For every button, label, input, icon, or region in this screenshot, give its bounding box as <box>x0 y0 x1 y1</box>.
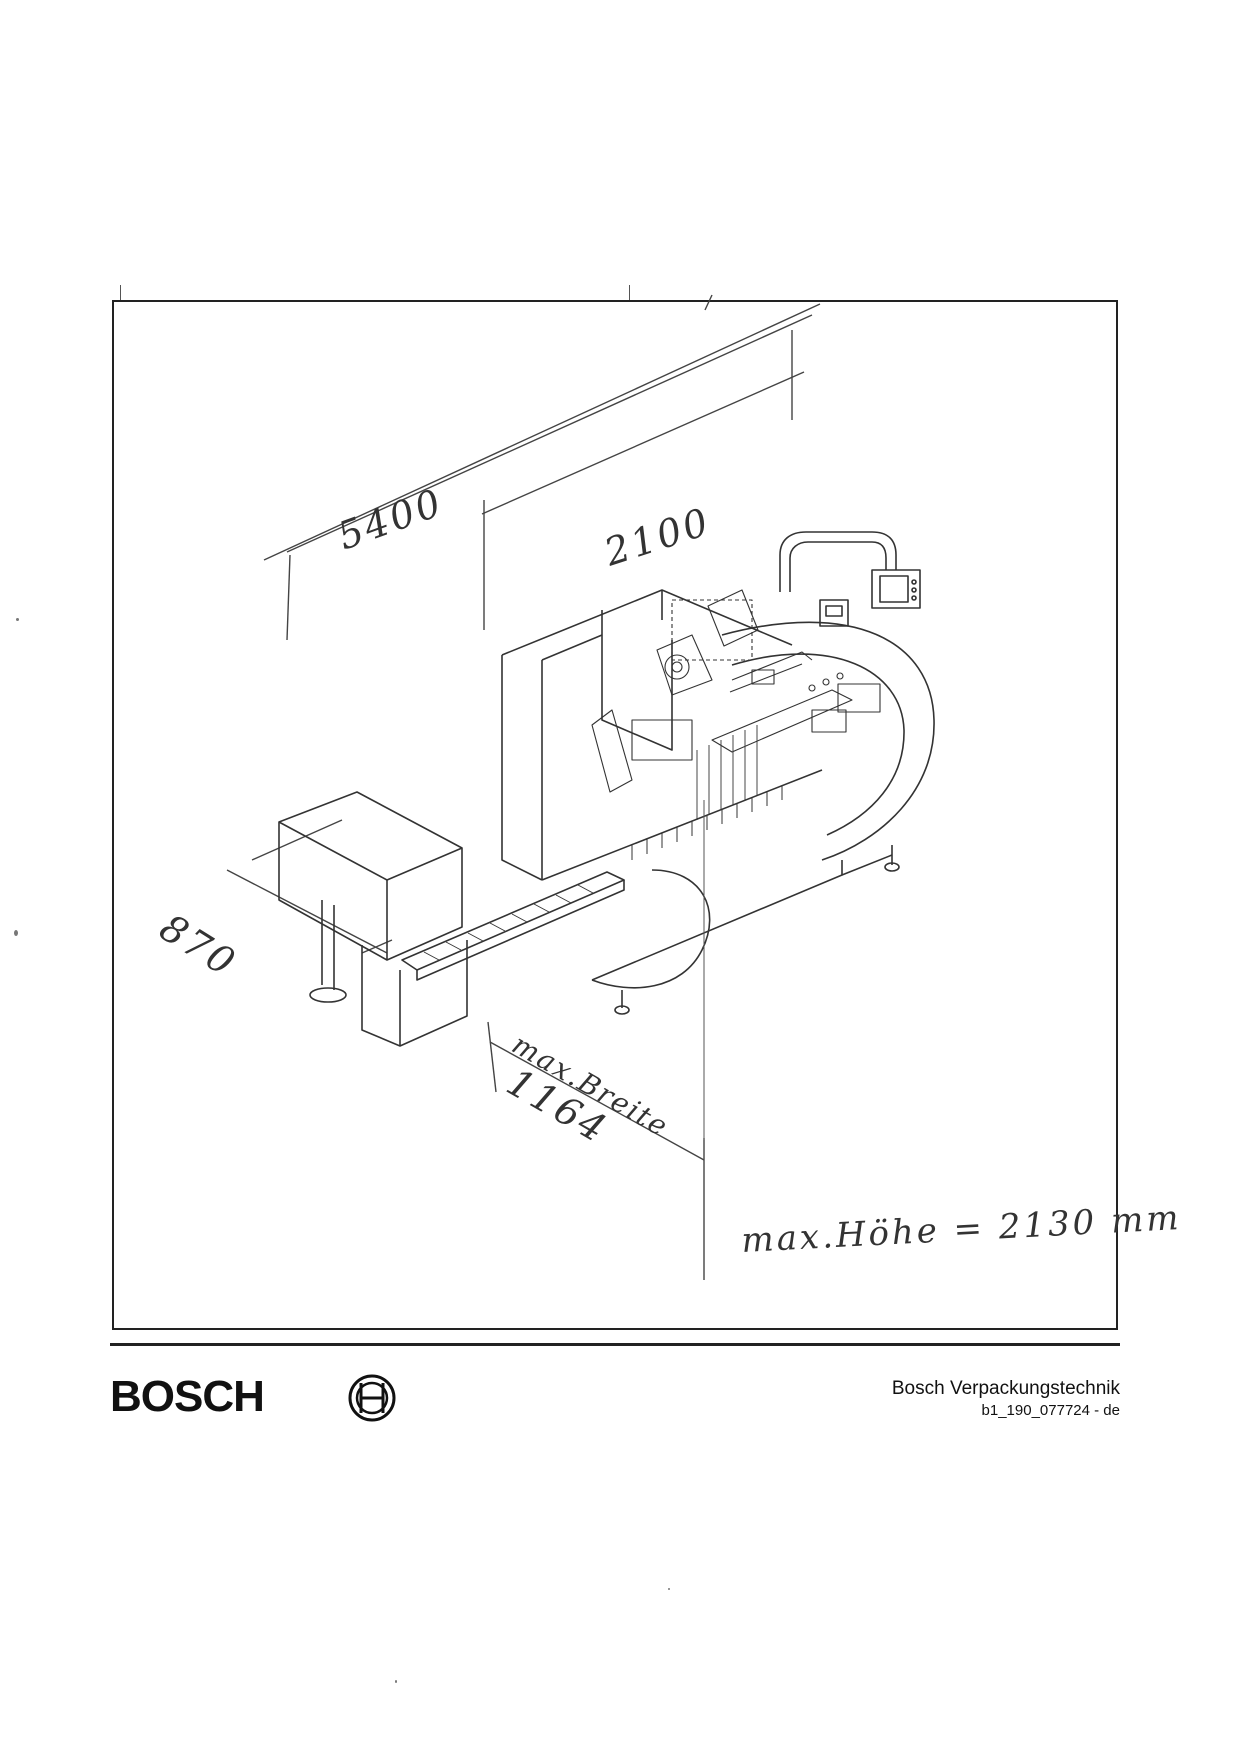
company-name: Bosch Verpackungstechnik <box>891 1378 1120 1399</box>
scan-speck <box>668 1588 670 1590</box>
document-id: b1_190_077724 - de <box>981 1402 1120 1419</box>
drawing-frame <box>112 300 1118 1330</box>
dimension-max-height: max.Höhe = 2130 mm <box>740 1198 1182 1261</box>
bosch-wordmark: BOSCH <box>110 1372 265 1421</box>
machine-drawing: 5400 2100 870 max.Breite 1164 max.Höhe =… <box>152 294 1182 1280</box>
scan-speck <box>395 1680 397 1683</box>
footer-divider <box>110 1343 1120 1346</box>
dimension-5400: 5400 <box>332 480 449 559</box>
machine-internals <box>591 589 881 860</box>
control-panel <box>779 531 921 627</box>
bosch-armature-logo-icon <box>348 1374 396 1422</box>
frame-header-tab <box>120 285 630 301</box>
dimension-lines <box>226 294 821 1280</box>
machine-outline <box>278 589 935 1047</box>
scan-speck <box>14 930 18 936</box>
dimension-2100: 2100 <box>598 499 716 575</box>
dimension-870: 870 <box>152 905 244 986</box>
scan-speck <box>16 618 19 621</box>
